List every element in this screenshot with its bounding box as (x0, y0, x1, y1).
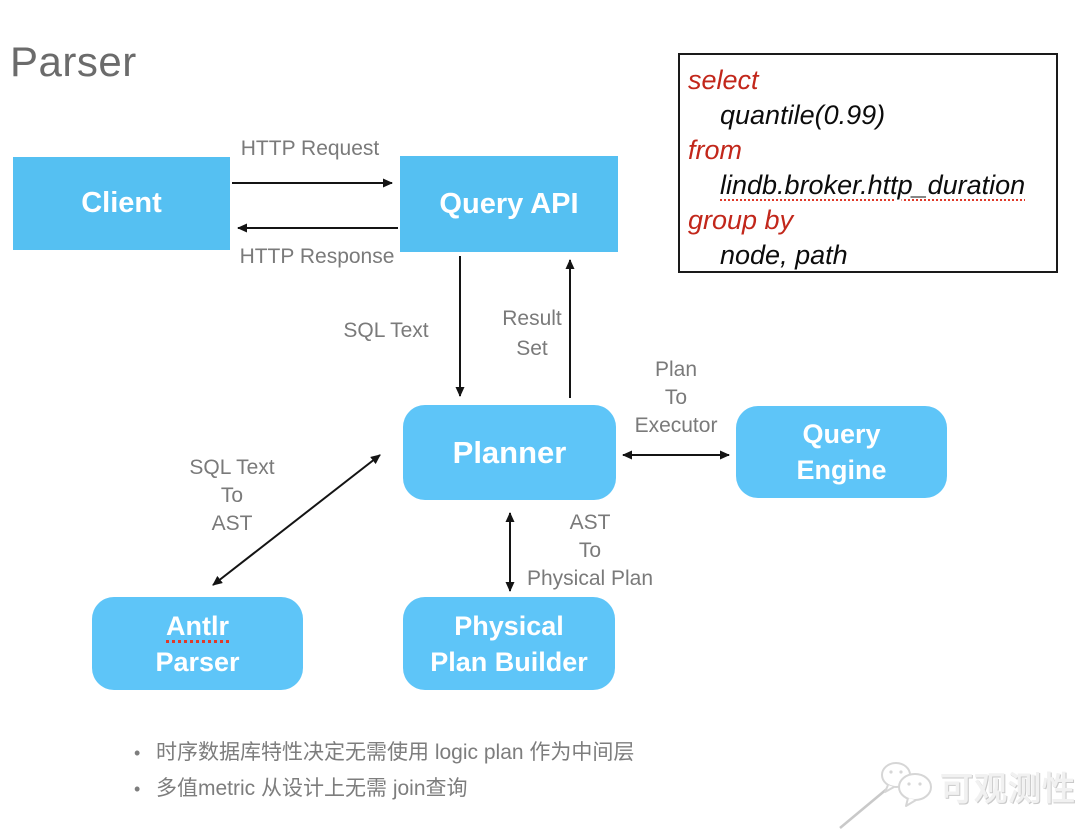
node-query-engine-label-line1: Query (802, 419, 881, 449)
notes-list: • 时序数据库特性决定无需使用 logic plan 作为中间层 • 多值met… (134, 740, 634, 812)
note-text: 时序数据库特性决定无需使用 logic plan 作为中间层 (156, 741, 635, 764)
bullet-icon: • (134, 779, 141, 799)
sql-group-fields: node, path (720, 240, 848, 270)
page-title: Parser (10, 38, 137, 85)
node-physical-plan-builder-label-line1: Physical (454, 610, 564, 641)
node-query-api: Query API (400, 156, 618, 252)
node-physical-plan-builder: Physical Plan Builder (403, 597, 615, 690)
edge-label-http-request: HTTP Request (240, 137, 380, 160)
sql-keyword-select: select (688, 65, 759, 95)
edge-label-ast-to-physical-plan: AST To Physical Plan (526, 511, 654, 590)
sql-keyword-from: from (688, 135, 742, 165)
bullet-icon: • (134, 743, 141, 763)
edge-label-result-set: Result Set (502, 307, 562, 360)
node-planner: Planner (403, 405, 616, 500)
note-item: • 时序数据库特性决定无需使用 logic plan 作为中间层 (134, 740, 634, 766)
edge-label-sql-text-to-ast: SQL Text To AST (189, 456, 275, 535)
edge-label-plan-to-executor: Plan To Executor (634, 358, 718, 437)
watermark-text: 可观测性 (940, 770, 1076, 807)
node-query-engine-label-line2: Engine (796, 455, 887, 485)
node-client-label: Client (81, 187, 162, 219)
watermark: 可观测性 (836, 756, 1075, 829)
sql-metric-name: lindb.broker.http_duration (720, 170, 1026, 200)
node-physical-plan-builder-label-line2: Plan Builder (430, 646, 588, 677)
edge-label-http-response: HTTP Response (239, 245, 395, 268)
sql-code-box: select quantile(0.99) from lindb.broker.… (678, 53, 1058, 273)
node-antlr-parser-label-line2: Parser (155, 646, 240, 677)
wechat-icon (881, 762, 932, 807)
node-query-engine: Query Engine (736, 406, 947, 498)
node-antlr-parser-label-line1: Antlr (166, 610, 229, 641)
edge-label-sql-text: SQL Text (343, 319, 429, 342)
note-text: 多值metric 从设计上无需 join查询 (156, 777, 468, 800)
sql-keyword-group-by: group by (688, 205, 794, 235)
node-client: Client (13, 157, 230, 250)
note-item: • 多值metric 从设计上无需 join查询 (134, 776, 634, 802)
sql-field-quantile: quantile(0.99) (720, 100, 886, 130)
watermark-slash-line (839, 787, 889, 829)
node-query-api-label: Query API (439, 187, 579, 220)
node-antlr-parser: Antlr Parser (92, 597, 303, 690)
node-planner-label: Planner (452, 434, 567, 470)
